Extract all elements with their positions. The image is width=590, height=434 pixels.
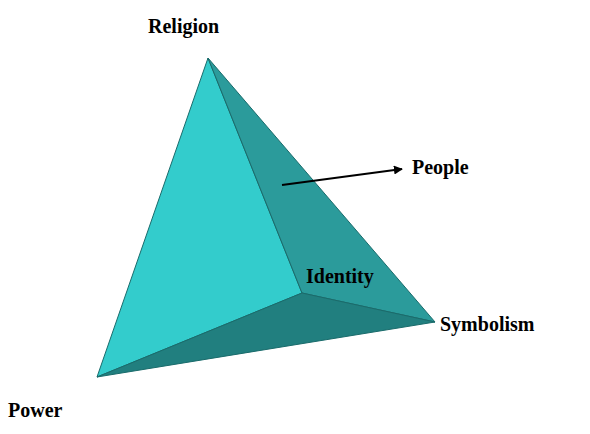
face-label: People: [412, 155, 469, 179]
vertex-label: Power: [8, 398, 62, 422]
leader-arrow: [282, 169, 402, 185]
apex-label: Religion: [148, 14, 219, 38]
vertex-label: Symbolism: [440, 312, 534, 336]
center-label: Identity: [306, 264, 374, 288]
right-face: [208, 58, 435, 322]
bottom-face: [97, 293, 435, 377]
